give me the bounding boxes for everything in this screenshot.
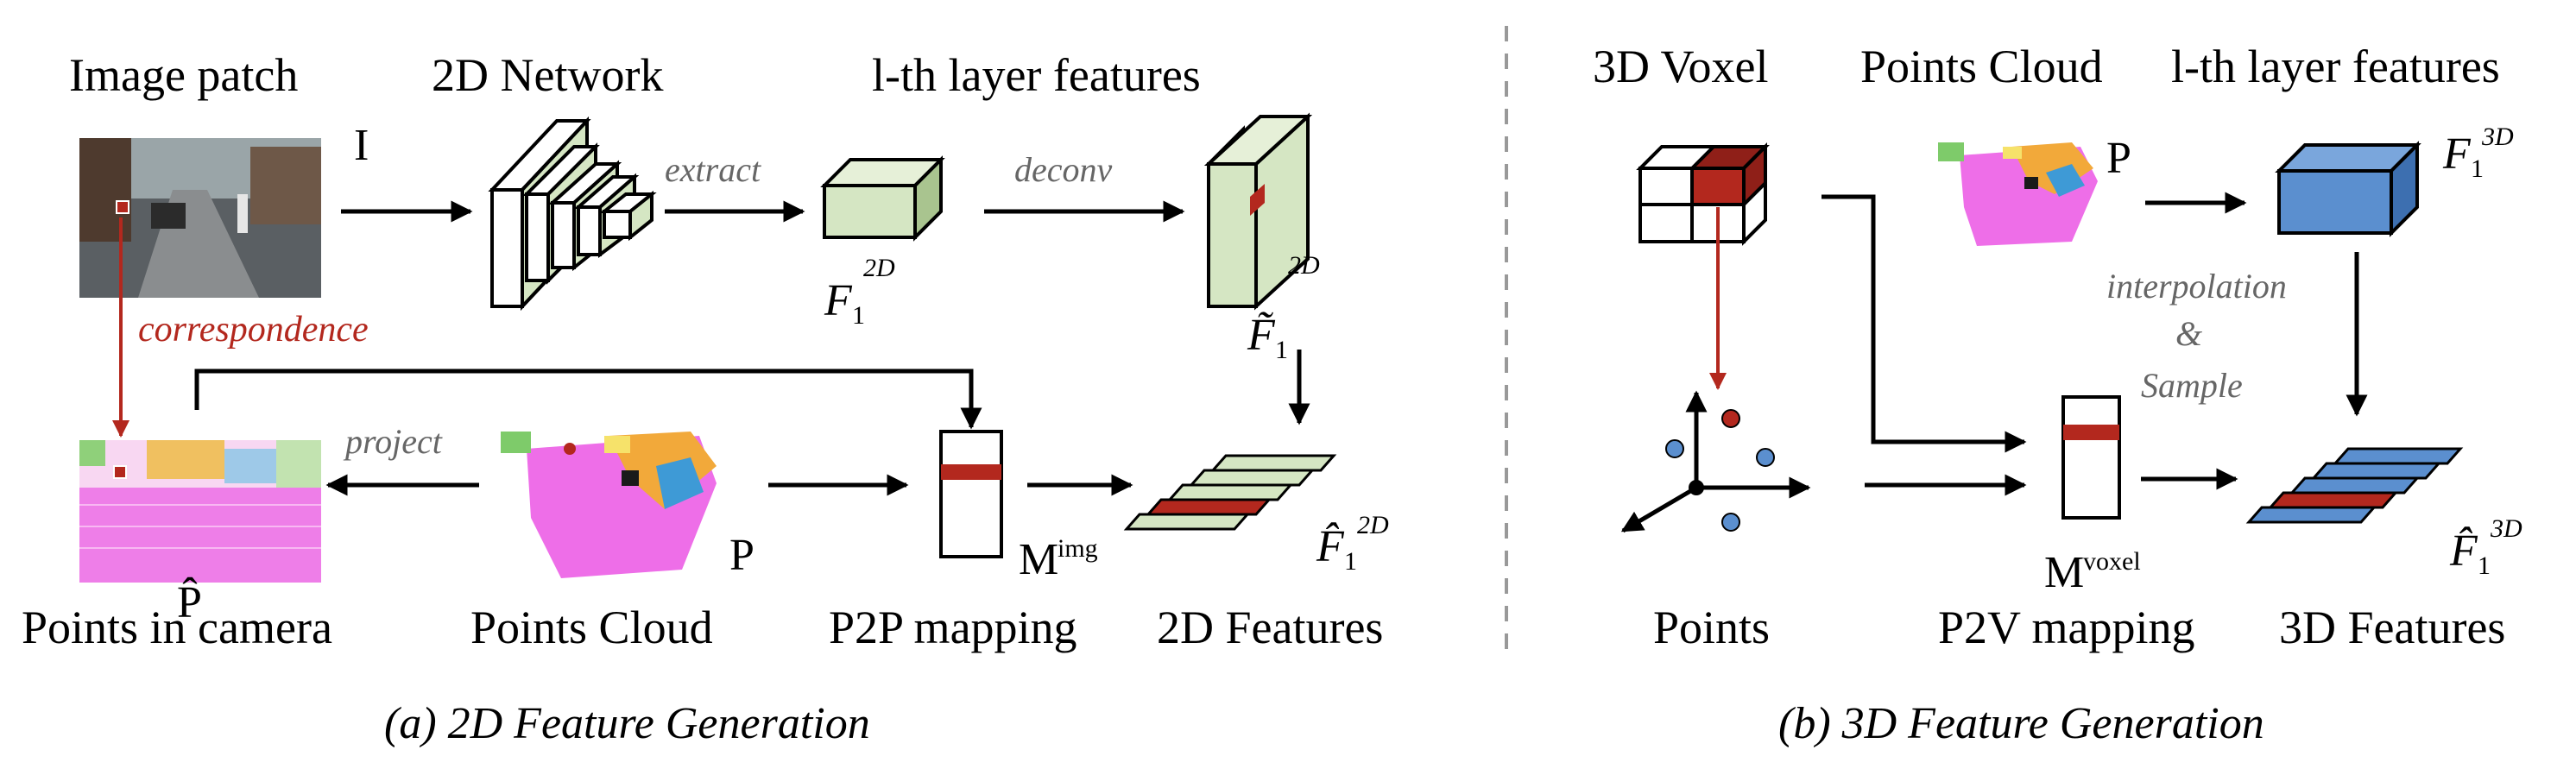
label-points-cloud-a: Points Cloud [470, 602, 713, 653]
label-points: Points [1653, 602, 1770, 653]
symbol-M-voxel-sup: voxel [2083, 547, 2141, 576]
op-interpolation: interpolation [2106, 267, 2287, 306]
symbol-F1-3d-sup: 3D [2481, 123, 2514, 151]
symbol-F1-2d: F [824, 276, 853, 325]
label-points-cloud-b: Points Cloud [1860, 41, 2103, 92]
symbol-F1-hat-3d-sup: 3D [2490, 514, 2522, 543]
label-points-in-camera: Points in camera [22, 602, 332, 653]
symbol-F1-tilde-sup: 2D [1288, 251, 1320, 280]
points-cloud-image-b [1938, 142, 2098, 246]
p2v-mapping-box [2061, 395, 2121, 520]
label-p2p-mapping: P2P mapping [829, 602, 1077, 653]
symbol-F1-tilde: F̃ [1247, 311, 1276, 360]
symbol-F1-hat-2d-sup: 2D [1357, 511, 1389, 539]
p2p-mapping-box [939, 430, 1003, 558]
symbol-F1-hat-2d: F̂ [1316, 522, 1345, 571]
arrow-connector-to-mapping [194, 369, 982, 430]
label-image-patch: Image patch [69, 49, 298, 101]
symbol-P-hat: P̂ [177, 577, 202, 627]
features-2d-stack [1123, 454, 1337, 531]
arrow-voxel-to-mapping [1822, 194, 2027, 453]
symbol-F1-hat-2d-sub: 1 [1344, 547, 1357, 576]
caption-b: (b) 3D Feature Generation [1778, 699, 2264, 748]
points-axes-icon [1620, 390, 1811, 533]
op-correspondence: correspondence [138, 310, 369, 350]
symbol-F1-tilde-sub: 1 [1275, 336, 1288, 364]
feature-2d-cube [820, 155, 945, 242]
symbol-M-img: M [1019, 535, 1058, 584]
label-3d-features: 3D Features [2279, 602, 2505, 653]
image-patch [79, 138, 321, 298]
network-2d-icon [488, 116, 657, 312]
symbol-F1-3d: F [2442, 129, 2472, 179]
label-p2v-mapping: P2V mapping [1938, 602, 2195, 653]
symbol-I: I [354, 121, 369, 170]
symbol-F1-2d-sup: 2D [863, 254, 895, 282]
points-cloud-image-a [501, 432, 717, 578]
symbol-F1-2d-sub: 1 [852, 301, 865, 330]
caption-a: (a) 2D Feature Generation [384, 699, 870, 748]
op-project: project [343, 422, 443, 461]
points-in-camera-image [79, 440, 321, 583]
label-layer-features-3d: l-th layer features [2171, 41, 2500, 92]
symbol-M-voxel: M [2044, 548, 2084, 597]
feature-2d-deconv-slab [1203, 112, 1313, 311]
label-3d-voxel: 3D Voxel [1593, 41, 1769, 92]
voxel-cube-icon [1636, 142, 1770, 246]
label-layer-features-2d: l-th layer features [872, 49, 1201, 101]
symbol-M-img-sup: img [1058, 534, 1098, 563]
symbol-F1-3d-sub: 1 [2471, 154, 2484, 183]
feature-3d-cube [2275, 141, 2421, 237]
symbol-F1-hat-3d: F̂ [2449, 526, 2478, 576]
op-sample: Sample [2141, 366, 2243, 405]
symbol-P-b: P [2106, 134, 2131, 183]
symbol-P-a: P [729, 531, 754, 580]
op-extract: extract [665, 150, 761, 189]
op-and: & [2175, 314, 2202, 353]
symbol-F1-hat-3d-sub: 1 [2478, 551, 2491, 580]
label-2d-features: 2D Features [1157, 602, 1383, 653]
op-deconv: deconv [1014, 150, 1113, 189]
features-3d-stack [2245, 447, 2464, 524]
label-2d-network: 2D Network [432, 49, 663, 101]
